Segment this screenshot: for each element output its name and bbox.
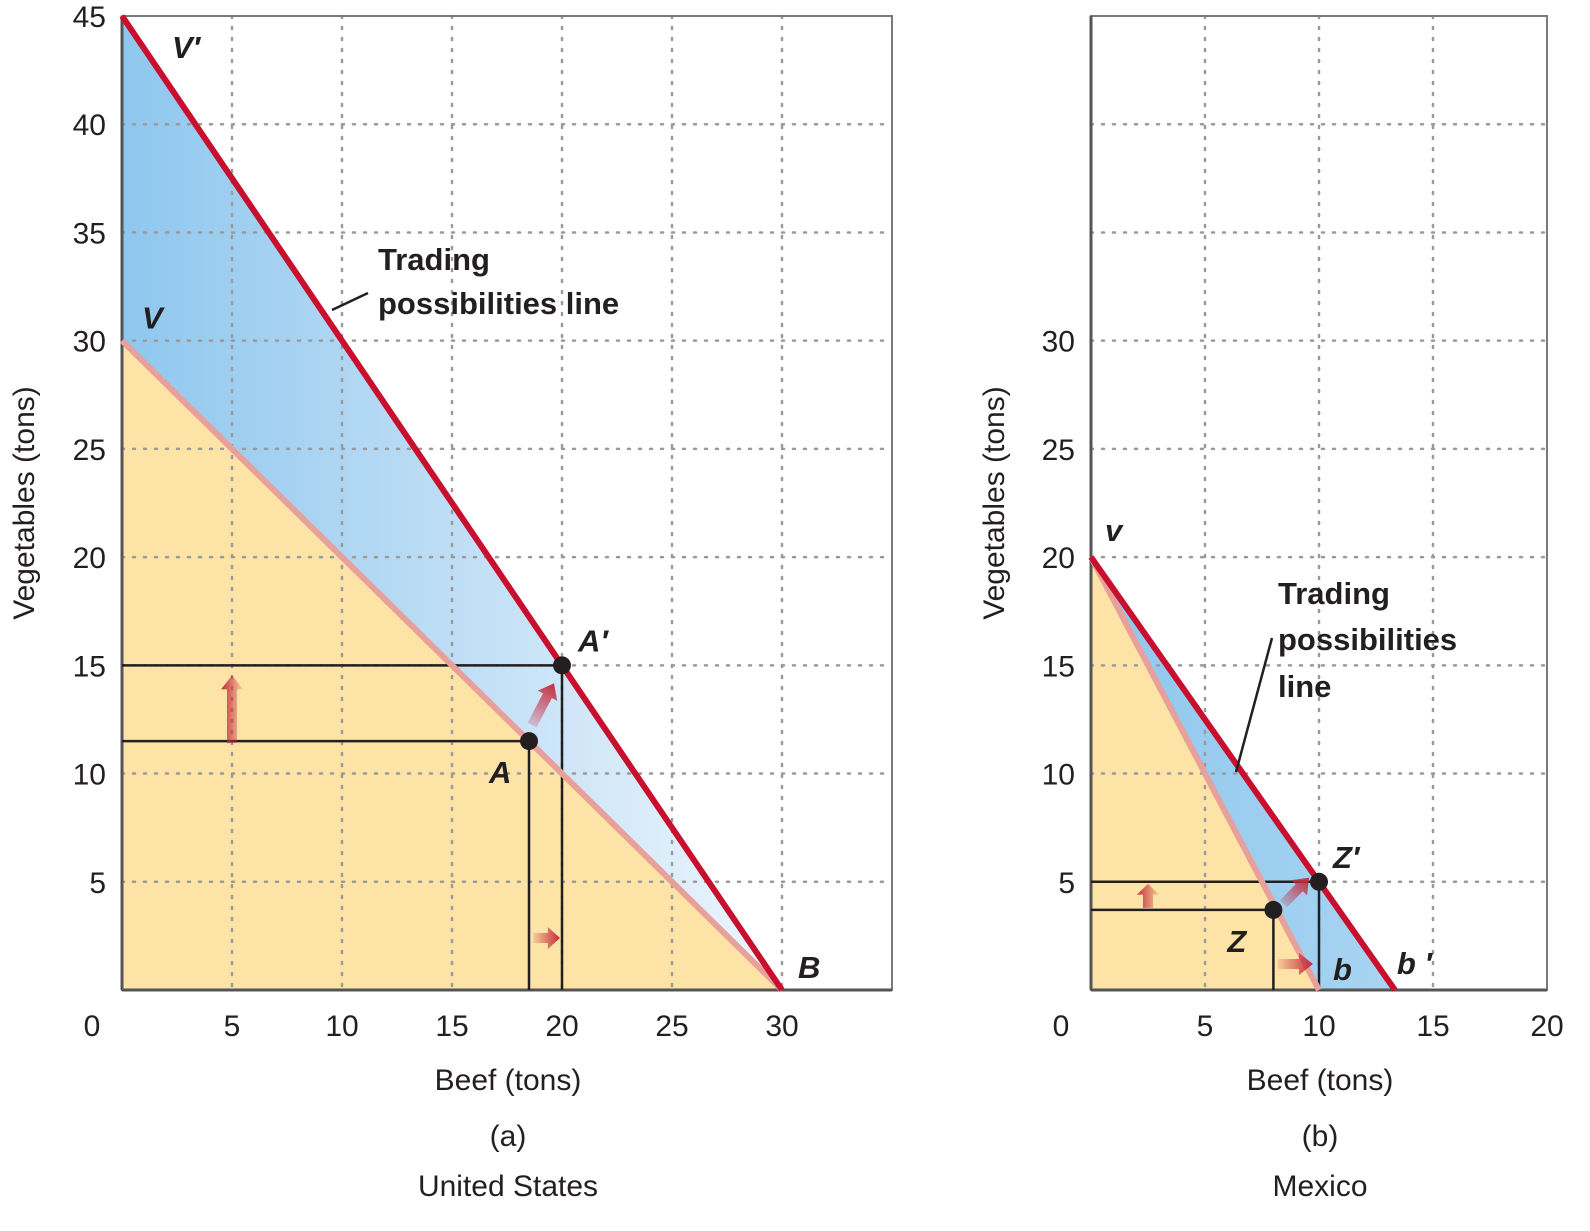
y-axis-title: Vegetables (tons) — [8, 386, 41, 619]
y-tick-label: 40 — [73, 109, 106, 142]
x-tick-label: 10 — [1302, 1010, 1335, 1043]
y-tick-label: 25 — [1042, 434, 1075, 467]
y-tick-label: 35 — [73, 217, 106, 250]
y-tick-label: 15 — [1042, 650, 1075, 683]
vegetables-gain-arrow — [221, 675, 243, 744]
y-tick-label: 45 — [73, 1, 106, 34]
line-end-label: B — [798, 950, 820, 985]
x-axis-title: Beef (tons) — [1247, 1064, 1394, 1097]
panel-label: (a) — [490, 1120, 527, 1153]
panel-caption: United States — [418, 1170, 598, 1203]
production-possibilities-line — [119, 338, 785, 993]
y-tick-label: 30 — [73, 326, 106, 359]
y-tick-label: 10 — [73, 759, 106, 792]
trading-line-annotation: Trading possibilities line — [1234, 576, 1457, 773]
y-tick-label: 5 — [1058, 867, 1075, 900]
annotation-text: line — [1278, 669, 1331, 704]
y-tick-label: 20 — [1042, 542, 1075, 575]
consumption-gain-arrow — [527, 683, 558, 728]
x-tick-label: 15 — [435, 1010, 468, 1043]
x-tick-label: 20 — [545, 1010, 578, 1043]
x-tick-label: 0 — [1053, 1010, 1070, 1043]
point-label: A — [488, 755, 511, 790]
x-tick-label: 25 — [655, 1010, 688, 1043]
vegetables-gain-arrow — [1137, 883, 1159, 908]
annotation-leader — [1234, 637, 1274, 773]
line-end-label: b ′ — [1397, 946, 1434, 981]
chart-panel-a: A A′ V V′ B Trading possibilities line 0 5 10 15 20… — [8, 1, 894, 1203]
line-end-label: v — [1105, 513, 1124, 548]
y-tick-label: 15 — [73, 650, 106, 683]
x-tick-label: 15 — [1416, 1010, 1449, 1043]
y-tick-label: 20 — [73, 542, 106, 575]
x-tick-label: 5 — [1197, 1010, 1214, 1043]
consumption-gain-arrow-shape — [1279, 877, 1310, 908]
panel-caption: Mexico — [1272, 1170, 1367, 1203]
beef-gain-arrow-shape — [1277, 953, 1313, 976]
y-axis-title: Vegetables (tons) — [978, 386, 1011, 619]
data-point — [1264, 900, 1283, 919]
annotation-text: Trading — [1278, 576, 1390, 611]
x-axis-title: Beef (tons) — [435, 1064, 582, 1097]
x-tick-label: 10 — [325, 1010, 358, 1043]
point-label: Z′ — [1332, 840, 1361, 875]
trading-possibilities-line — [119, 14, 785, 992]
line-end-label: V — [142, 301, 165, 336]
data-point — [553, 656, 571, 675]
x-tick-label: 20 — [1530, 1010, 1563, 1043]
data-point — [1310, 872, 1328, 891]
line-end-label: V′ — [172, 30, 202, 65]
vegetables-gain-arrow-shape — [221, 675, 243, 744]
x-tick-label: 0 — [84, 1010, 101, 1043]
x-tick-label: 5 — [224, 1010, 241, 1043]
consumption-gain-arrow-shape — [527, 683, 558, 728]
beef-gain-arrow — [1277, 953, 1313, 976]
y-tick-label: 25 — [73, 434, 106, 467]
chart-panel-b: Z Z′ v b b ′ Trading possibilities line 0 5 10 15 20… — [978, 14, 1564, 1203]
point-label: Z — [1226, 924, 1247, 959]
trading-possibilities-line — [1088, 555, 1398, 992]
panel-label: (b) — [1302, 1120, 1339, 1153]
annotation-text: Trading — [378, 242, 490, 277]
consumption-gain-arrow — [1279, 877, 1310, 908]
data-point — [520, 732, 538, 751]
production-possibilities-line — [1088, 555, 1322, 992]
annotation-text: possibilities — [1278, 622, 1457, 657]
y-tick-label: 5 — [89, 867, 106, 900]
y-tick-label: 30 — [1042, 326, 1075, 359]
point-label: A′ — [577, 623, 609, 658]
beef-gain-arrow-shape — [533, 927, 560, 950]
trading-line-annotation: Trading possibilities line — [331, 242, 619, 321]
y-tick-label: 10 — [1042, 759, 1075, 792]
annotation-text: possibilities line — [378, 286, 619, 321]
annotation-leader — [331, 291, 369, 312]
line-end-label: b — [1333, 952, 1352, 987]
beef-gain-arrow — [533, 927, 560, 950]
vegetables-gain-arrow-shape — [1137, 883, 1159, 908]
x-tick-label: 30 — [765, 1010, 798, 1043]
